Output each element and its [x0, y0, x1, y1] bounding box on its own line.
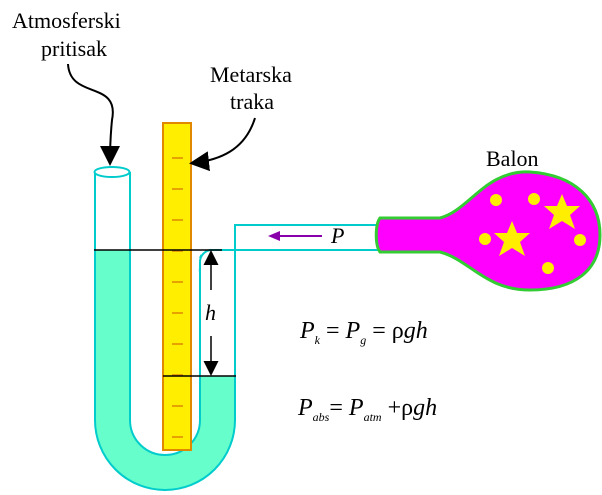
balloon	[374, 170, 602, 292]
atmospheric-pressure-label-line2: pritisak	[41, 36, 107, 61]
u-tube-upper-right-gap	[201, 251, 234, 376]
height-label: h	[205, 300, 216, 325]
left-arrow-head	[268, 231, 280, 241]
tape-callout-arrow	[189, 117, 256, 172]
pressure-label: P	[330, 223, 344, 248]
star-icon	[494, 221, 530, 256]
balloon-label: Balon	[486, 146, 539, 171]
balloon-decor-dots	[479, 193, 586, 274]
tape-tick-marks	[172, 157, 183, 438]
tube-opening-ellipse	[93, 166, 131, 178]
tape-label-line2: traka	[230, 89, 274, 114]
equation-absolute-pressure: Pabs= Patm +ρgh	[297, 395, 437, 424]
atmospheric-pressure-label-line1: Atmosferski	[12, 8, 121, 33]
u-tube-outer-wall	[94, 172, 380, 491]
u-tube-connector-inner	[211, 248, 381, 260]
equation-gauge-pressure: Pk = Pg = ρgh	[299, 318, 428, 347]
measuring-tape	[162, 122, 192, 451]
tape-label-line1: Metarska	[210, 62, 292, 87]
star-icon	[544, 194, 580, 229]
atm-callout-arrow	[67, 63, 121, 166]
